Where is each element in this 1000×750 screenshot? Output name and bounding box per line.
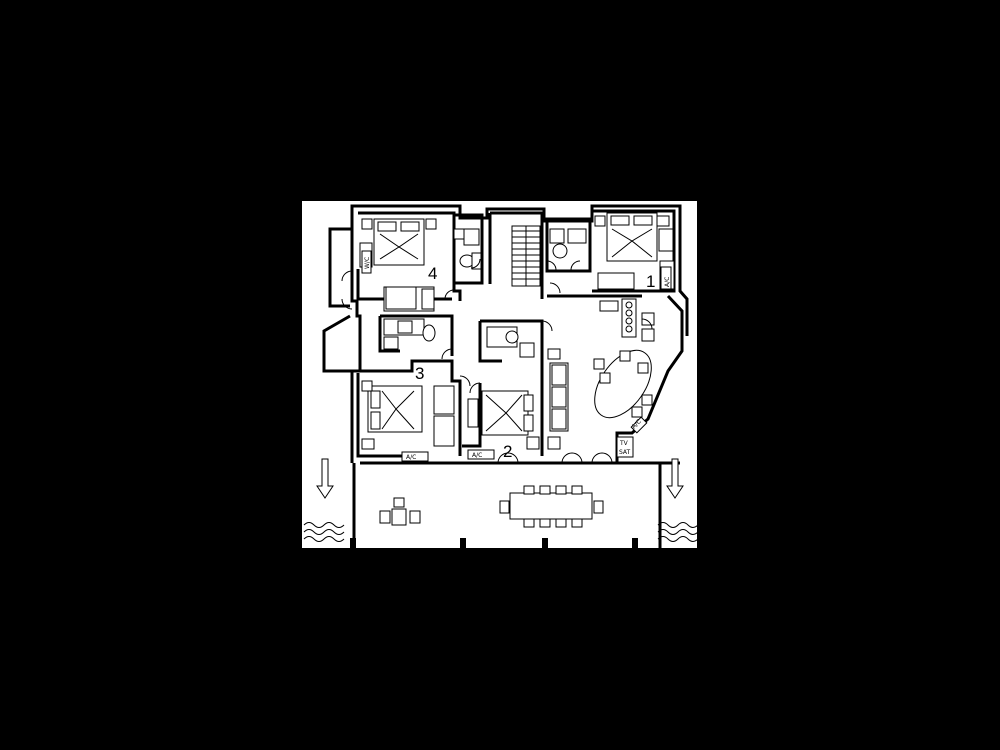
- wc-label: W/C: [364, 257, 371, 269]
- room-label-1: 1: [646, 272, 655, 291]
- tv-label: TV: [619, 440, 629, 447]
- room-label-3: 3: [415, 364, 424, 383]
- bedroom-2: [467, 326, 540, 450]
- down-arrow-icon: [316, 458, 334, 499]
- sat-label: SAT: [619, 449, 631, 456]
- sea-wave-icon: [657, 522, 697, 542]
- bedroom-4: [359, 218, 482, 312]
- down-arrow-icon: [666, 458, 684, 499]
- room-numbers: 4 1 3 2: [415, 264, 655, 461]
- bath-3: [383, 318, 436, 350]
- room-label-2: 2: [503, 442, 512, 461]
- living-area: [547, 298, 655, 450]
- outer-walls: [322, 204, 689, 465]
- bedroom-3: [361, 380, 455, 450]
- terrace: [350, 463, 662, 548]
- staircase: [511, 225, 541, 287]
- equipment-labels: W/C A/C A/C A/C A/C TV SAT: [361, 250, 672, 462]
- ac-label-room-3: A/C: [406, 454, 416, 461]
- interior-walls: [356, 209, 676, 463]
- room-label-4: 4: [428, 264, 437, 283]
- ac-label-room-1: A/C: [664, 277, 671, 287]
- ac-label-room-2: A/C: [472, 452, 482, 459]
- sea-wave-icon: [303, 522, 345, 542]
- floor-plan-drawing: W/C A/C A/C A/C A/C TV SAT 4 1 3 2: [303, 204, 697, 548]
- floor-plan: W/C A/C A/C A/C A/C TV SAT 4 1 3 2: [302, 201, 697, 548]
